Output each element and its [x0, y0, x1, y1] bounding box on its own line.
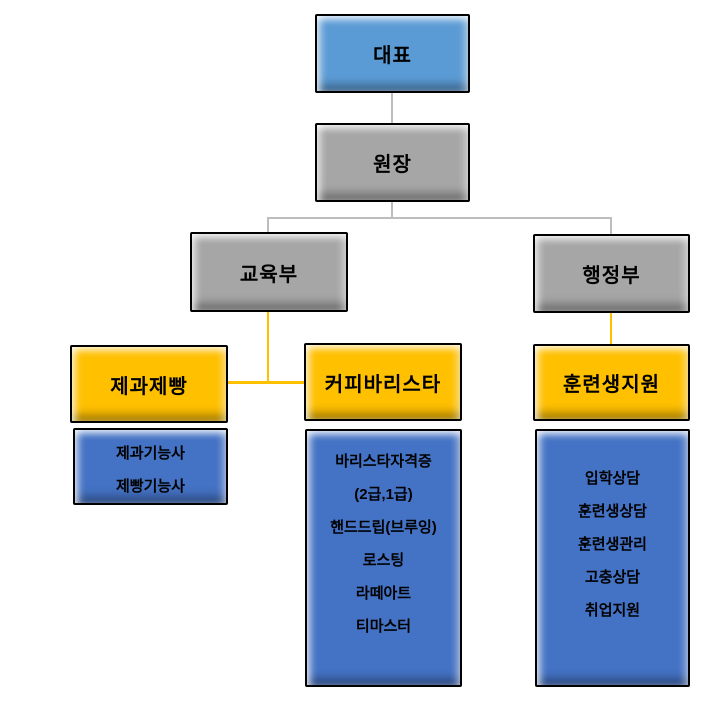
connector-admin-trainee: [610, 313, 612, 345]
org-node-education-label: 교육부: [239, 263, 299, 286]
org-node-admin-dept: 행정부: [533, 234, 690, 313]
list-item: 입학상담: [584, 470, 641, 487]
list-item: 티마스터: [355, 618, 412, 635]
org-node-coffee-team: 커피바리스타: [304, 343, 462, 421]
connector-ceo-director: [391, 93, 393, 123]
list-item: 고충상담: [584, 569, 641, 586]
list-item: 취업지원: [584, 602, 641, 619]
org-node-ceo-label: 대표: [373, 45, 412, 67]
connector-education-drop: [267, 312, 269, 383]
org-node-director-label: 원장: [373, 154, 412, 176]
list-item: 제과기능사: [115, 445, 185, 462]
coffee-course-list: 바리스타자격증 (2급,1급) 핸드드립(브루잉) 로스팅 라떼아트 티마스터: [305, 429, 462, 687]
connector-horizontal-teams: [228, 381, 305, 384]
connector-drop-admin: [610, 217, 612, 234]
connector-horizontal-departments: [267, 217, 612, 219]
bakery-course-list: 제과기능사 제빵기능사: [73, 428, 228, 505]
org-node-director: 원장: [315, 123, 470, 202]
connector-director-stub: [391, 202, 393, 218]
org-node-trainee-team: 훈련생지원: [533, 344, 690, 421]
list-item: 제빵기능사: [115, 478, 185, 495]
org-node-admin-label: 행정부: [582, 265, 641, 287]
list-item: 라떼아트: [355, 585, 412, 602]
list-item: 핸드드립(브루잉): [330, 519, 437, 536]
org-node-coffee-label: 커피바리스타: [324, 373, 442, 396]
list-item: 로스팅: [362, 552, 405, 569]
org-node-bakery-team: 제과제빵: [70, 345, 228, 423]
list-item: 훈련생상담: [577, 503, 647, 520]
list-item: 바리스타자격증: [335, 453, 432, 470]
org-node-trainee-label: 훈련생지원: [563, 374, 660, 396]
connector-drop-education: [267, 217, 269, 232]
org-node-ceo: 대표: [315, 14, 470, 93]
org-node-bakery-label: 제과제빵: [110, 375, 188, 398]
list-item: (2급,1급): [354, 486, 413, 503]
org-node-education-dept: 교육부: [190, 232, 348, 312]
trainee-support-list: 입학상담 훈련생상담 훈련생관리 고충상담 취업지원: [535, 429, 690, 687]
list-item: 훈련생관리: [577, 536, 647, 553]
